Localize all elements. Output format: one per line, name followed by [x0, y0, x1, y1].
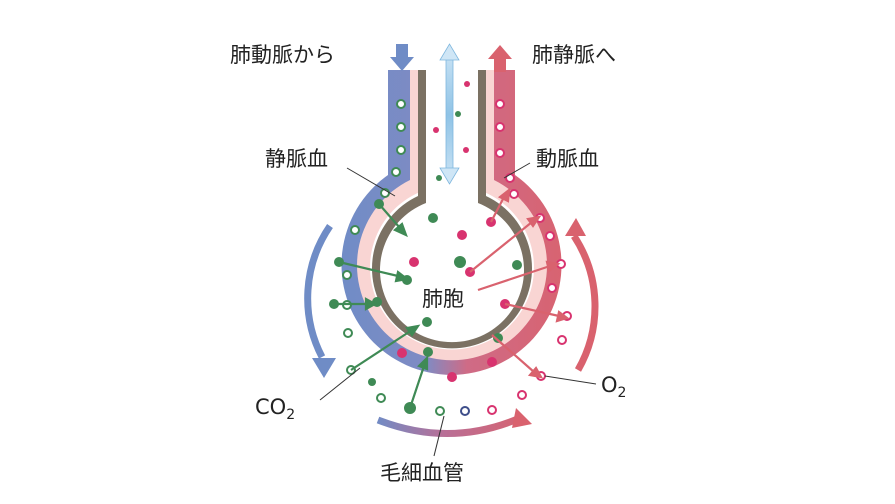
mixed-blood-cells — [460, 406, 470, 416]
bottom-flow-arrowhead — [512, 408, 532, 428]
left-flow-arrowhead — [312, 358, 336, 378]
bottom-flow-arrow — [376, 414, 522, 437]
right-flow-arrowhead — [565, 218, 586, 236]
label-to-pulmonary-vein: 肺静脈へ — [532, 43, 616, 67]
outflow-arrow-up — [488, 45, 512, 59]
label-o2-main: O — [601, 373, 618, 397]
label-o2-subscript: 2 — [618, 385, 627, 401]
leader-lines — [319, 162, 597, 457]
label-co2-main: CO — [255, 395, 286, 419]
left-flow-arrow — [304, 224, 333, 359]
alveolar-wall — [372, 70, 532, 349]
o2-diffusion-arrows — [469, 187, 570, 379]
label-capillary: 毛細血管 — [380, 461, 464, 485]
capillary-vessel — [341, 70, 562, 375]
inflow-arrow-down — [390, 57, 414, 71]
vessel-direction-arrows — [390, 44, 512, 72]
venous-blood-cells — [342, 99, 445, 416]
label-from-pulmonary-artery: 肺動脈から — [230, 43, 335, 67]
co2-molecules — [329, 111, 522, 414]
label-alveolus: 肺胞 — [422, 287, 464, 311]
label-arterial-blood: 動脈血 — [536, 147, 599, 171]
label-o2: O2 — [601, 373, 626, 401]
airflow-double-arrow — [439, 43, 460, 185]
blood-flow-arrows — [304, 218, 599, 437]
label-co2-subscript: 2 — [286, 407, 295, 423]
right-flow-arrow — [571, 234, 599, 372]
label-venous-blood: 静脈血 — [265, 147, 328, 171]
label-co2: CO2 — [255, 395, 295, 423]
co2-diffusion-arrows — [334, 203, 429, 409]
